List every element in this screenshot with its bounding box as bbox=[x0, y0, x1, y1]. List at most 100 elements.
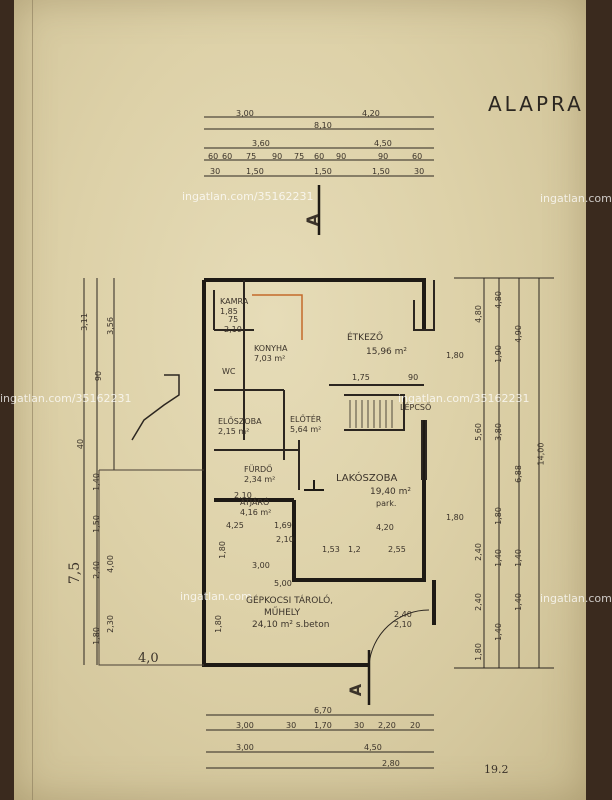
dim-top: 1,50 bbox=[246, 167, 264, 176]
dim-inner: 2,55 bbox=[388, 545, 406, 554]
dim-inner: 90 bbox=[408, 373, 419, 382]
dim-top: 8,10 bbox=[314, 121, 332, 130]
dim-inner: 5,00 bbox=[274, 579, 292, 588]
dim-inner: 1,80 bbox=[213, 615, 223, 633]
dim-right: 6,88 bbox=[513, 465, 523, 483]
floor-plan-drawing bbox=[83, 116, 554, 769]
watermark: ingatlan.com bbox=[540, 192, 612, 205]
dim-top: 4,20 bbox=[362, 109, 380, 118]
dim-right: 5,60 bbox=[473, 423, 483, 441]
watermark: ingatlan.com/35162231 bbox=[0, 392, 132, 405]
dim-bottom: 3,00 bbox=[236, 743, 254, 752]
dim-left: 90 bbox=[94, 370, 104, 382]
sheet-title: ALAPRA bbox=[488, 92, 584, 116]
room-eloter-area: 5,64 m² bbox=[290, 425, 322, 434]
room-lepcso-name: LÉPCSŐ bbox=[400, 403, 432, 412]
wall-kamra bbox=[213, 290, 254, 331]
dim-inner: 1,80 bbox=[446, 513, 464, 522]
kitchen-counter-sketch bbox=[252, 294, 303, 340]
north-arrow-mark bbox=[304, 480, 324, 491]
room-lakoszoba-area: 19,40 m² bbox=[370, 487, 412, 497]
room-etkezo-name: ÉTKEZŐ bbox=[347, 333, 384, 343]
dim-bottom: 30 bbox=[354, 721, 365, 730]
dim-top: 60 bbox=[208, 152, 219, 161]
dim-right: 1,40 bbox=[513, 593, 523, 611]
page-note: 19.2 bbox=[484, 763, 509, 776]
room-furdo-name: FÜRDŐ bbox=[244, 465, 273, 474]
dim-right: 1,80 bbox=[493, 507, 503, 525]
dim-inner: 3,00 bbox=[252, 561, 270, 570]
dim-right: 4,80 bbox=[473, 305, 483, 323]
room-atjaro-name: ÁTJÁRÓ bbox=[240, 498, 270, 507]
dim-right: 2,40 bbox=[473, 543, 483, 561]
room-eloszoba-name: ELŐSZOBA bbox=[218, 417, 262, 426]
dim-inner: 2,10 bbox=[276, 535, 294, 544]
dim-top: 90 bbox=[272, 152, 283, 161]
stair-outline bbox=[344, 394, 405, 431]
garage-door-swing bbox=[368, 609, 430, 666]
section-mark-a-bottom: A bbox=[346, 683, 366, 697]
dim-bottom: 30 bbox=[286, 721, 297, 730]
dim-top: 75 bbox=[246, 152, 257, 161]
dim-left: 1,80 bbox=[91, 627, 101, 645]
section-mark-a-top: A bbox=[303, 213, 323, 227]
dim-right: 4,90 bbox=[513, 325, 523, 343]
wall-lepcso-east bbox=[421, 420, 427, 480]
dim-left: 2,30 bbox=[105, 615, 115, 633]
dim-left: 4,00 bbox=[105, 555, 115, 573]
dim-bottom: 2,20 bbox=[378, 721, 396, 730]
room-kamra-area: 1,85 bbox=[220, 307, 238, 316]
dim-left: 40 bbox=[76, 438, 86, 450]
watermark: ingatlan.com bbox=[180, 590, 252, 603]
room-garage-sub: MŰHELY bbox=[264, 608, 301, 618]
dim-top: 1,50 bbox=[314, 167, 332, 176]
room-lakoszoba-floor: park. bbox=[376, 499, 397, 508]
dim-inner: 1,2 bbox=[348, 545, 361, 554]
dim-right: 4,80 bbox=[493, 291, 503, 309]
dim-right: 1,40 bbox=[513, 549, 523, 567]
dim-right: 1,40 bbox=[493, 623, 503, 641]
wall-north bbox=[204, 278, 426, 330]
watermark: ingatlan.com/35162231 bbox=[182, 190, 314, 203]
dim-bottom-left-total: 4,0 bbox=[138, 651, 159, 666]
dim-top: 3,00 bbox=[236, 109, 254, 118]
dim-top: 60 bbox=[222, 152, 233, 161]
dim-inner: 1,69 bbox=[274, 521, 292, 530]
dim-top: 60 bbox=[412, 152, 423, 161]
dim-top: 4,50 bbox=[374, 139, 392, 148]
room-garage-name: GÉPKOCSI TÁROLÓ, bbox=[246, 596, 334, 606]
dim-inner: 2,10 bbox=[394, 620, 412, 629]
dim-top: 75 bbox=[294, 152, 305, 161]
dim-right: 1,80 bbox=[473, 643, 483, 661]
dim-inner: 1,80 bbox=[446, 351, 464, 360]
dim-top: 90 bbox=[378, 152, 389, 161]
dim-top: 1,50 bbox=[372, 167, 390, 176]
room-furdo-area: 2,34 m² bbox=[244, 475, 276, 484]
dim-top: 30 bbox=[210, 167, 221, 176]
dim-inner: 4,25 bbox=[226, 521, 244, 530]
dim-right: 2,40 bbox=[473, 593, 483, 611]
dim-top: 60 bbox=[314, 152, 325, 161]
bay-window bbox=[131, 374, 180, 441]
dim-top: 30 bbox=[414, 167, 425, 176]
dim-bottom: 4,50 bbox=[364, 743, 382, 752]
dim-left: 1,40 bbox=[91, 473, 101, 491]
dim-bottom: 20 bbox=[410, 721, 421, 730]
room-etkezo-area: 15,96 m² bbox=[366, 347, 408, 357]
dim-bottom: 6,70 bbox=[314, 706, 332, 715]
room-eloszoba-area: 2,15 m² bbox=[218, 427, 250, 436]
dim-inner: 2,10 bbox=[224, 325, 242, 334]
room-lakoszoba-name: LAKÓSZOBA bbox=[336, 473, 398, 484]
dim-right: 3,80 bbox=[493, 423, 503, 441]
room-garage-area: 24,10 m² s.beton bbox=[252, 620, 330, 630]
dim-left: 2,40 bbox=[91, 561, 101, 579]
room-atjaro-area: 4,16 m² bbox=[240, 508, 272, 517]
plot-boundary bbox=[98, 469, 204, 666]
dim-right: 1,40 bbox=[493, 549, 503, 567]
dim-bottom: 3,00 bbox=[236, 721, 254, 730]
dim-inner: 1,80 bbox=[217, 541, 227, 559]
dim-inner: 2,10 bbox=[234, 491, 252, 500]
dim-right: 14,00 bbox=[536, 442, 546, 466]
dim-left: 3,56 bbox=[105, 317, 115, 335]
room-konyha-name: KONYHA bbox=[254, 344, 288, 353]
